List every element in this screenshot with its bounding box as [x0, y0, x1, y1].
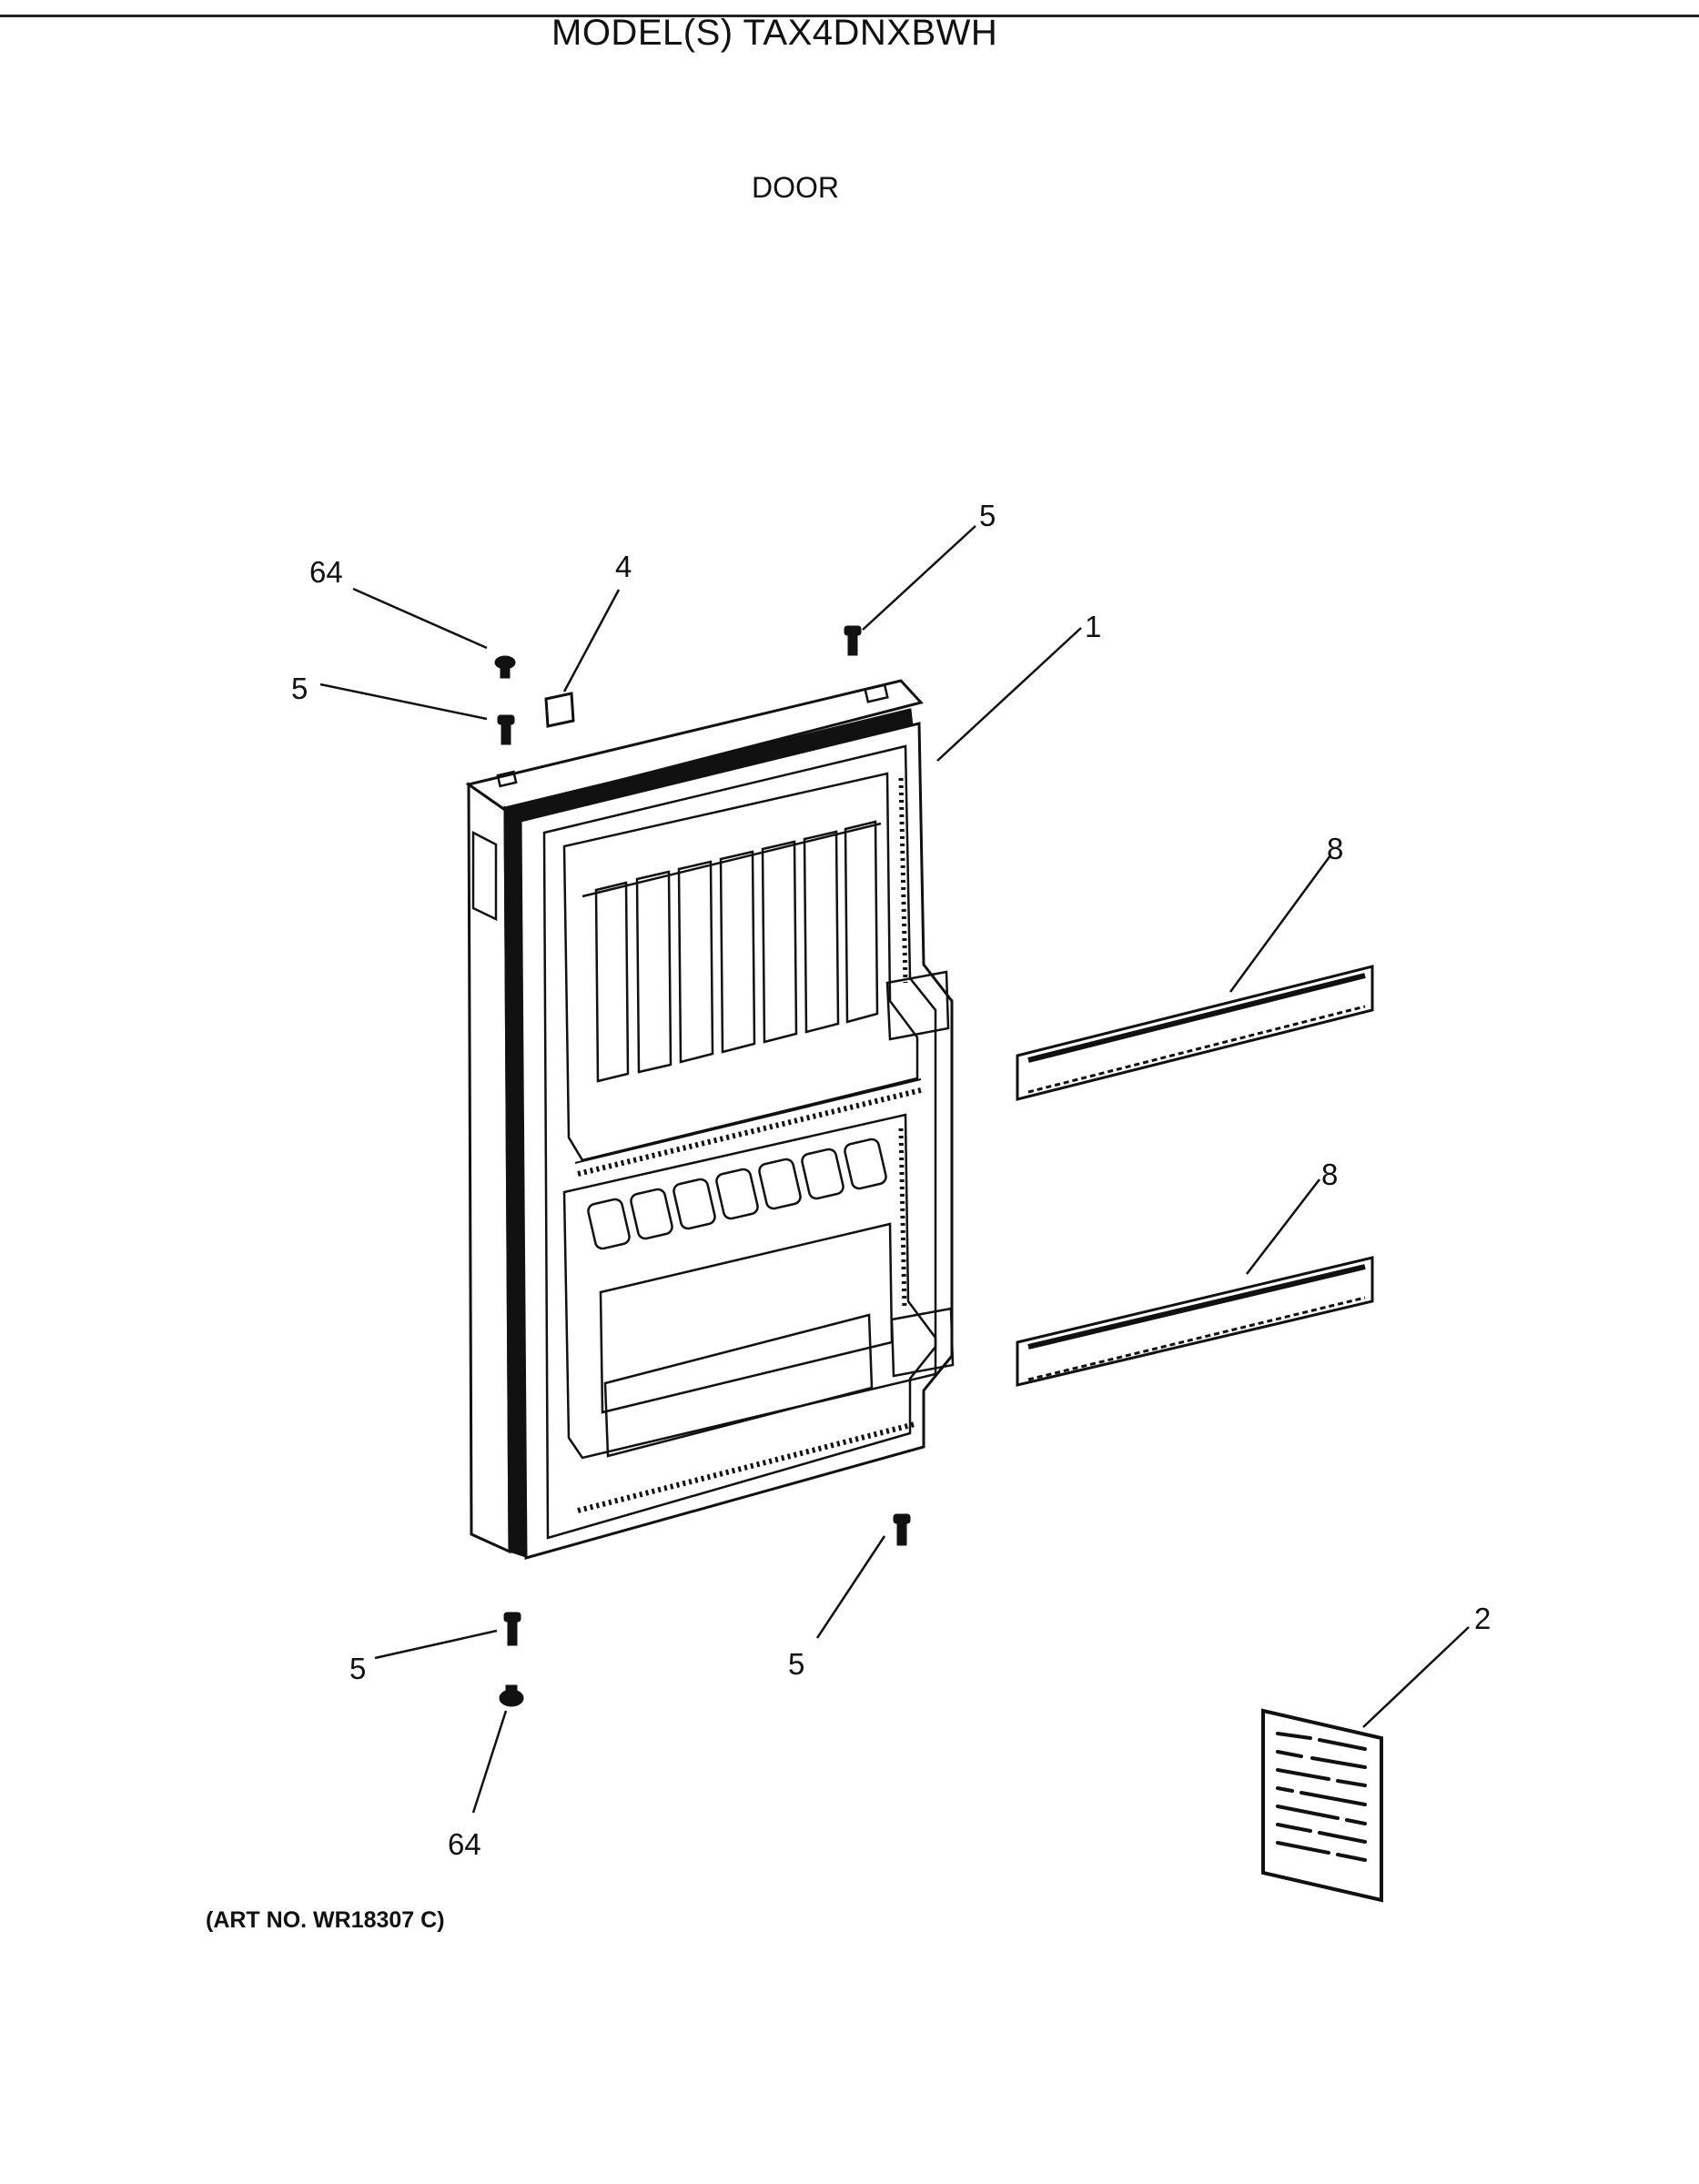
callout-64-bottom: 64 [448, 1827, 481, 1861]
upper-rail [577, 1087, 922, 1177]
callout-1: 1 [1085, 610, 1101, 643]
lower-panel-front [603, 1313, 874, 1458]
art-number: (ART NO. WR18307 C) [206, 1907, 445, 1933]
callout-64-top: 64 [309, 555, 343, 589]
callout-8-lower: 8 [1321, 1158, 1338, 1191]
lower-recess [562, 1113, 937, 1460]
screw-top-right [844, 625, 862, 656]
leader-lines [319, 525, 1470, 1814]
door-assembly [465, 679, 955, 1560]
lower-cups [587, 1138, 887, 1250]
door-top-face [465, 679, 924, 812]
screw-bottom-center [893, 1513, 911, 1546]
callout-8-upper: 8 [1327, 832, 1343, 865]
callout-5-bottom-center: 5 [788, 1647, 804, 1681]
lower-bracket [890, 1307, 955, 1378]
model-title: MODEL(S) TAX4DNXBWH [551, 13, 998, 53]
callout-5-bottom-left: 5 [349, 1652, 366, 1685]
gasket-clip [544, 692, 575, 728]
upper-fins [582, 820, 882, 1083]
callout-5-top-right: 5 [979, 499, 996, 532]
door-handle-slot [471, 830, 498, 921]
section-title: DOOR [752, 171, 839, 204]
callout-4: 4 [615, 550, 632, 583]
top-rule [0, 15, 1699, 17]
instruction-label [1261, 1708, 1383, 1903]
upper-recess [562, 772, 919, 1162]
screw-bottom-left [503, 1612, 521, 1646]
door-side-face [467, 782, 511, 1554]
callout-2: 2 [1474, 1602, 1491, 1635]
lower-rail [577, 1421, 915, 1513]
plug-bottom-left [499, 1684, 524, 1707]
callout-5-top-left: 5 [291, 672, 308, 705]
plug-top-left [494, 655, 516, 679]
upper-bracket [885, 970, 950, 1041]
screw-top-left [497, 714, 515, 745]
shelf-rail-upper [1016, 965, 1374, 1101]
shelf-rail-lower [1016, 1256, 1374, 1387]
